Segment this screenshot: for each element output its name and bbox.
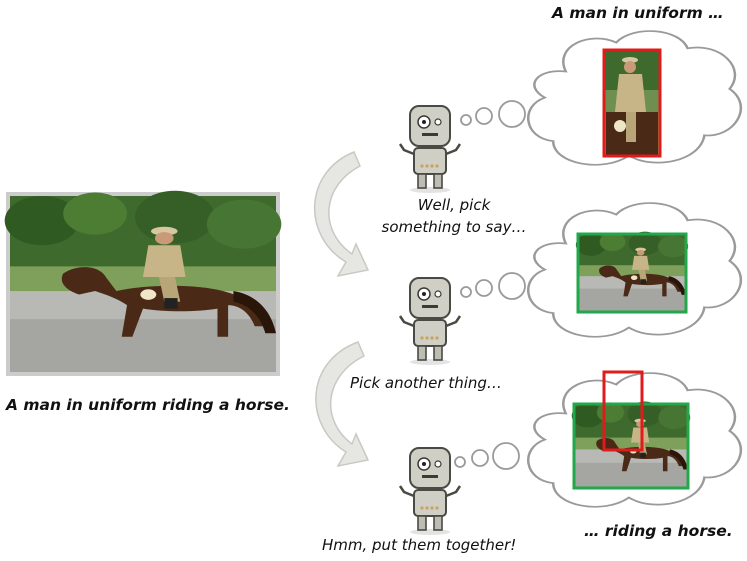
thought-2-text: Pick another thing… — [350, 374, 502, 392]
green-bounding-box — [576, 232, 688, 314]
robot-icon — [398, 276, 462, 367]
curved-arrow-icon — [313, 151, 370, 278]
robot-icon — [398, 104, 462, 195]
green-bounding-box — [572, 402, 690, 490]
combined-scene-image — [571, 401, 691, 488]
thought-1-line-1: Well, pick — [417, 196, 491, 214]
full-scene-image — [575, 231, 689, 312]
thought-1-line-2: something to say… — [381, 218, 527, 236]
main-caption: A man in uniform riding a horse. — [6, 396, 290, 414]
cropped-rider-image — [604, 50, 660, 156]
thought-3-text: Hmm, put them together! — [322, 536, 517, 554]
input-photo-frame — [4, 190, 282, 376]
robot-icon — [398, 446, 462, 537]
curved-arrow-icon — [315, 341, 370, 468]
red-bounding-box — [602, 48, 662, 158]
cloud-caption-bottom: … riding a horse. — [584, 522, 733, 540]
thought-bubble-icon — [454, 100, 526, 470]
red-bounding-box — [602, 370, 644, 452]
cloud-caption-top: A man in uniform … — [552, 4, 724, 22]
horse-rider-photo — [4, 190, 282, 372]
